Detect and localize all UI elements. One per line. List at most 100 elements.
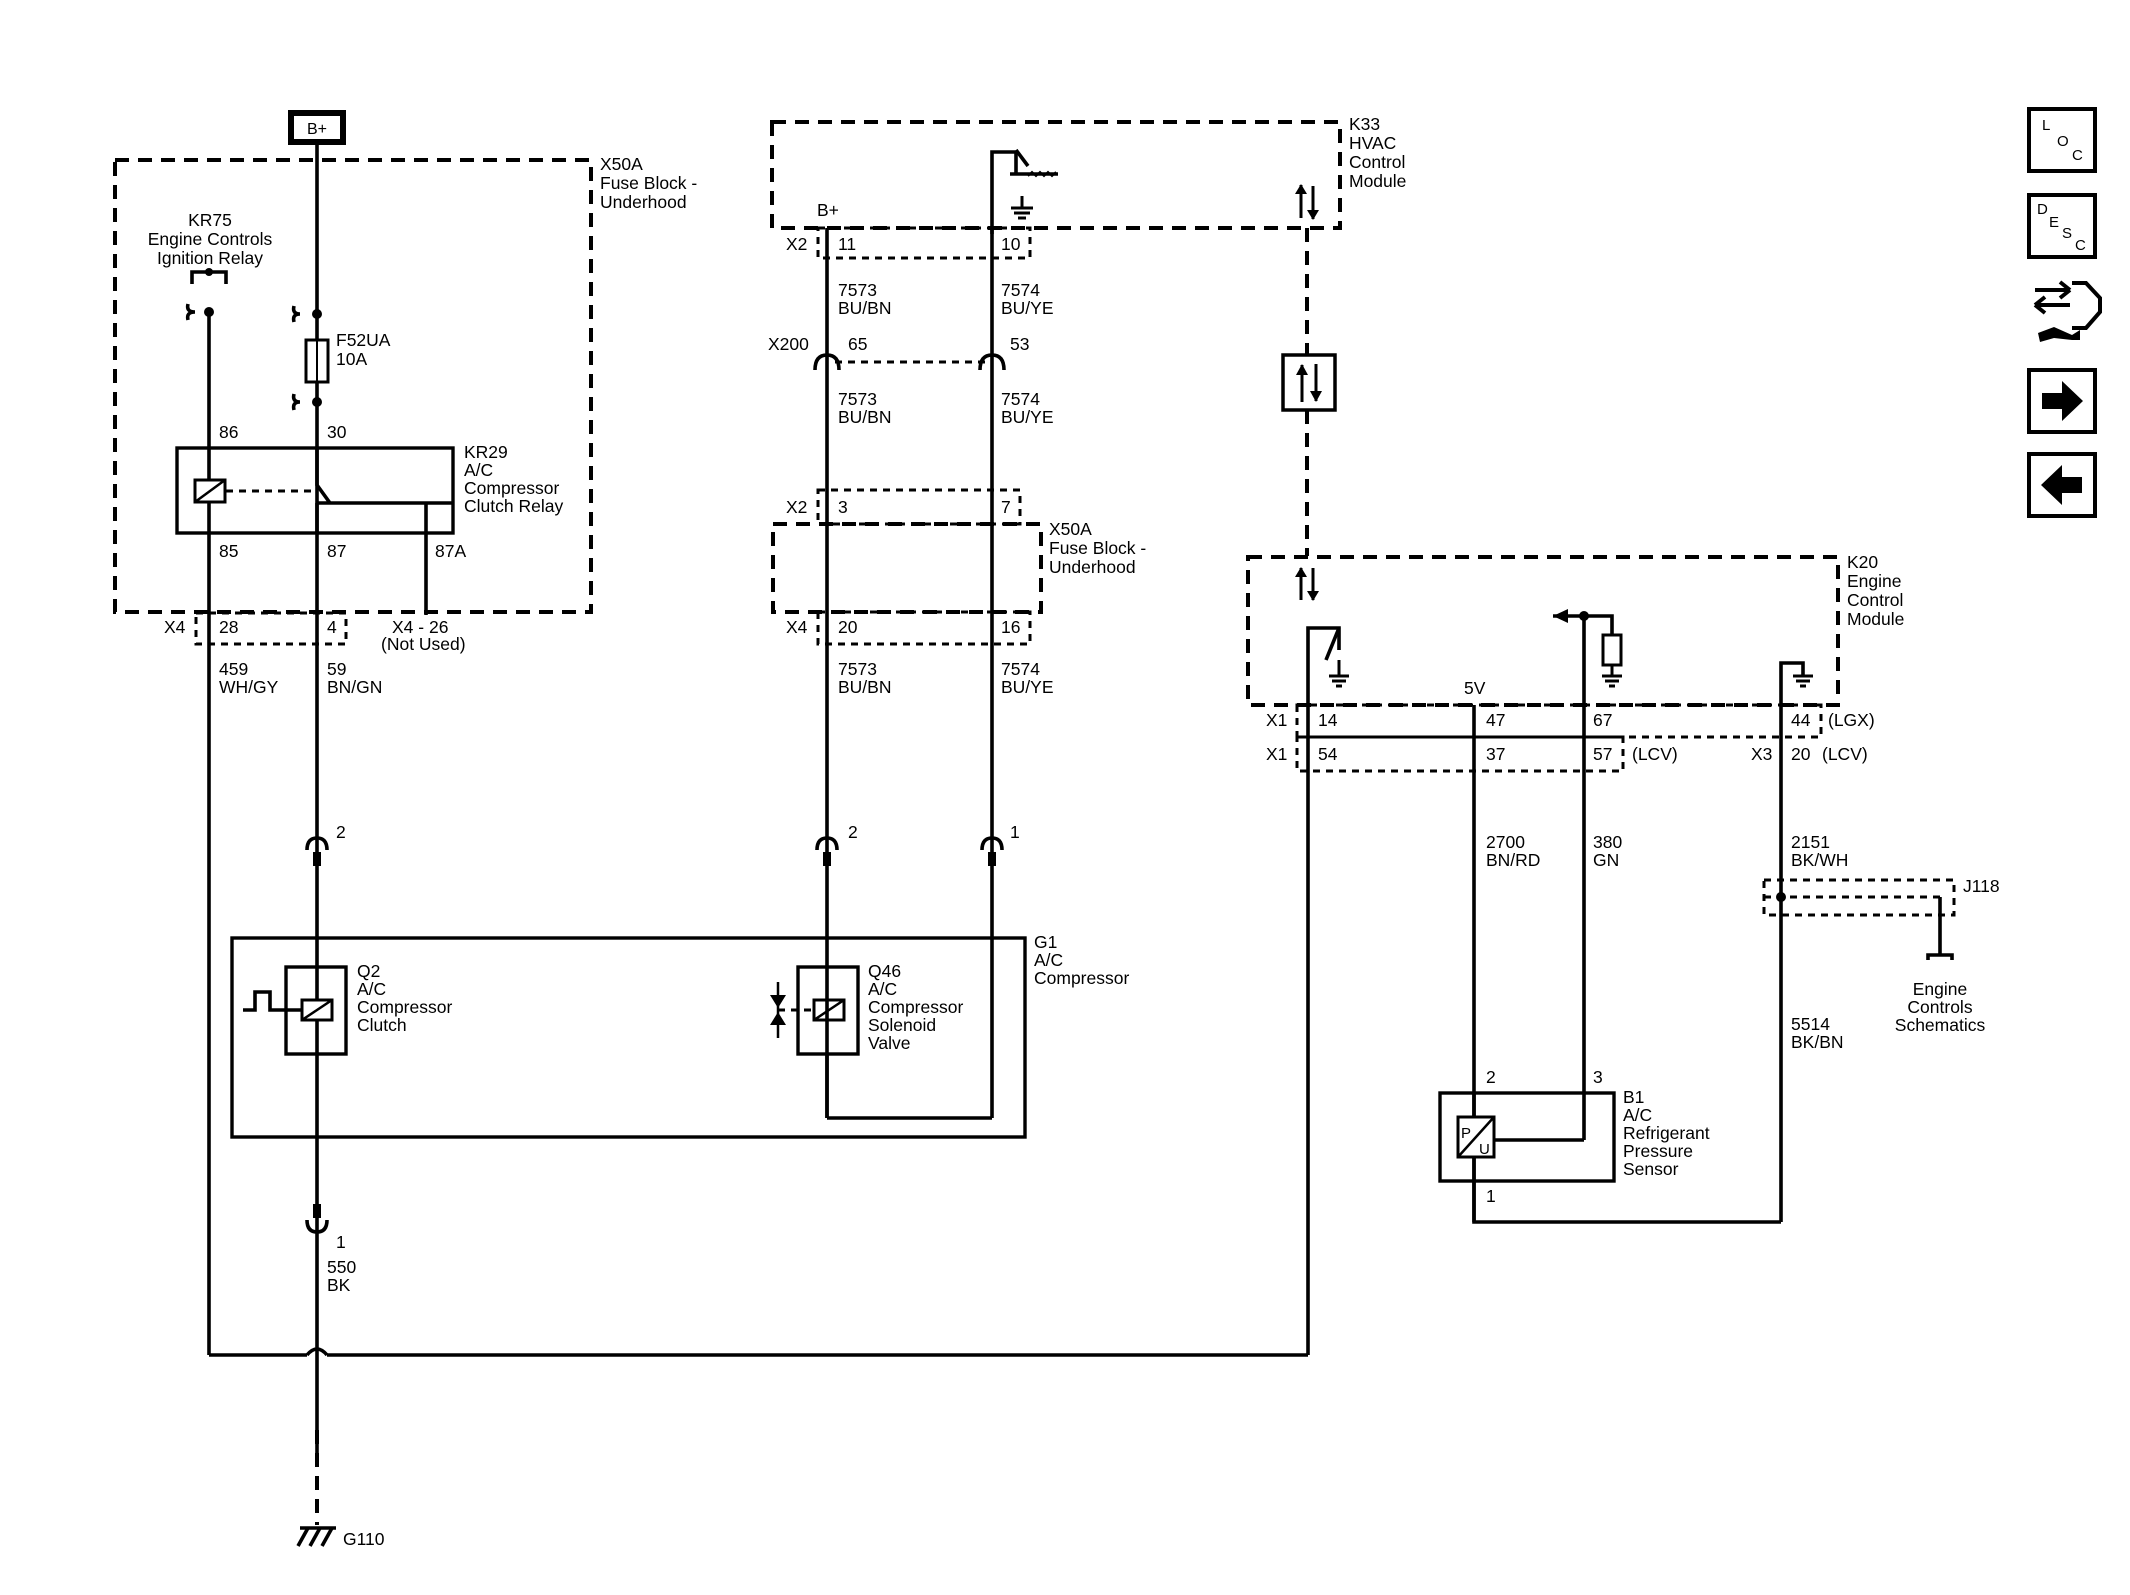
- svg-text:Ignition Relay: Ignition Relay: [157, 248, 263, 268]
- svg-text:BK: BK: [327, 1275, 351, 1295]
- svg-text:Engine: Engine: [1913, 979, 1968, 999]
- svg-text:K33: K33: [1349, 114, 1380, 134]
- svg-text:(LCV): (LCV): [1822, 744, 1868, 764]
- svg-text:X50A: X50A: [1049, 519, 1092, 539]
- svg-text:Control: Control: [1349, 152, 1405, 172]
- svg-text:F52UA: F52UA: [336, 330, 391, 350]
- svg-text:(LCV): (LCV): [1632, 744, 1678, 764]
- svg-text:3: 3: [838, 497, 848, 517]
- kr29-relay: [175, 446, 455, 535]
- svg-text:A/C: A/C: [464, 460, 493, 480]
- svg-text:(LGX): (LGX): [1828, 710, 1875, 730]
- svg-text:X4 - 26: X4 - 26: [392, 617, 448, 637]
- svg-text:380: 380: [1593, 832, 1622, 852]
- svg-text:7574: 7574: [1001, 280, 1040, 300]
- svg-text:3: 3: [1593, 1067, 1603, 1087]
- svg-text:2: 2: [1486, 1067, 1496, 1087]
- svg-text:5514: 5514: [1791, 1014, 1830, 1034]
- svg-text:S: S: [2062, 225, 2072, 242]
- svg-text:BN/GN: BN/GN: [327, 677, 382, 697]
- svg-text:B+: B+: [817, 200, 839, 220]
- svg-text:Q2: Q2: [357, 961, 380, 981]
- svg-text:BU/BN: BU/BN: [838, 677, 891, 697]
- k20-data-arrows-icon: [1295, 567, 1319, 601]
- svg-text:X4: X4: [164, 617, 186, 637]
- svg-text:E: E: [2049, 214, 2059, 231]
- svg-text:BU/YE: BU/YE: [1001, 298, 1054, 318]
- svg-text:37: 37: [1486, 744, 1505, 764]
- x50a-top-label: X50A: [600, 154, 643, 174]
- arrow-left-icon: [2041, 465, 2082, 505]
- svg-text:D: D: [2037, 201, 2048, 218]
- svg-text:Q46: Q46: [868, 961, 901, 981]
- svg-text:Compressor: Compressor: [868, 997, 963, 1017]
- svg-text:A/C: A/C: [868, 979, 897, 999]
- svg-text:Compressor: Compressor: [357, 997, 452, 1017]
- svg-text:Controls: Controls: [1907, 997, 1972, 1017]
- svg-text:2: 2: [336, 822, 346, 842]
- svg-text:B+: B+: [307, 121, 327, 138]
- svg-text:(Not Used): (Not Used): [381, 634, 466, 654]
- svg-text:Engine: Engine: [1847, 571, 1902, 591]
- svg-text:BU/YE: BU/YE: [1001, 677, 1054, 697]
- svg-text:11: 11: [838, 234, 856, 254]
- svg-text:J118: J118: [1963, 876, 2000, 896]
- loc-button[interactable]: L O C: [2027, 107, 2097, 173]
- svg-text:C: C: [2072, 147, 2083, 164]
- svg-text:Compressor: Compressor: [464, 478, 559, 498]
- k33-hvac-module: [770, 120, 1342, 230]
- k33-x2-connector: [816, 226, 1032, 260]
- arrow-right-icon: [2042, 381, 2083, 421]
- svg-text:20: 20: [838, 617, 858, 637]
- svg-text:30: 30: [327, 422, 347, 442]
- ground-g110: [296, 1526, 336, 1547]
- arrow-left-button[interactable]: [2027, 452, 2097, 518]
- svg-text:Module: Module: [1349, 171, 1406, 191]
- svg-text:O: O: [2057, 133, 2069, 150]
- svg-text:Refrigerant: Refrigerant: [1623, 1123, 1710, 1143]
- svg-text:WH/GY: WH/GY: [219, 677, 279, 697]
- svg-text:Solenoid: Solenoid: [868, 1015, 936, 1035]
- svg-text:5V: 5V: [1464, 678, 1486, 698]
- svg-text:L: L: [2042, 117, 2050, 134]
- connector-wrench-icon[interactable]: [2033, 280, 2102, 342]
- svg-text:X4: X4: [786, 617, 808, 637]
- svg-text:2: 2: [848, 822, 858, 842]
- svg-text:44: 44: [1791, 710, 1811, 730]
- svg-text:53: 53: [1010, 334, 1029, 354]
- svg-text:BU/BN: BU/BN: [838, 298, 891, 318]
- svg-text:GN: GN: [1593, 850, 1619, 870]
- svg-text:1: 1: [1486, 1186, 1496, 1206]
- svg-text:BU/BN: BU/BN: [838, 407, 891, 427]
- x50a-fuse-block-mid: [771, 522, 1043, 614]
- svg-text:Sensor: Sensor: [1623, 1159, 1679, 1179]
- svg-text:67: 67: [1593, 710, 1612, 730]
- svg-text:Underhood: Underhood: [600, 192, 687, 212]
- svg-text:1: 1: [1010, 822, 1020, 842]
- svg-text:KR29: KR29: [464, 442, 508, 462]
- svg-text:7573: 7573: [838, 659, 877, 679]
- svg-text:Control: Control: [1847, 590, 1903, 610]
- arrow-right-button[interactable]: [2027, 368, 2097, 434]
- b1-pressure-sensor: [1438, 1091, 1616, 1183]
- svg-text:4: 4: [327, 617, 337, 637]
- svg-text:54: 54: [1318, 744, 1338, 764]
- svg-text:Schematics: Schematics: [1895, 1015, 1986, 1035]
- svg-text:7574: 7574: [1001, 389, 1040, 409]
- svg-text:BK/BN: BK/BN: [1791, 1032, 1844, 1052]
- svg-text:B1: B1: [1623, 1087, 1644, 1107]
- svg-text:2151: 2151: [1791, 832, 1830, 852]
- svg-text:K20: K20: [1847, 552, 1878, 572]
- svg-text:P: P: [1461, 1125, 1471, 1142]
- svg-text:A/C: A/C: [1034, 950, 1063, 970]
- svg-text:1: 1: [336, 1232, 346, 1252]
- k33-ground-symbol: [1011, 196, 1033, 220]
- svg-text:A/C: A/C: [1623, 1105, 1652, 1125]
- desc-button[interactable]: D E S C: [2027, 193, 2097, 259]
- svg-text:10A: 10A: [336, 349, 367, 369]
- svg-text:7: 7: [1001, 497, 1011, 517]
- svg-text:Pressure: Pressure: [1623, 1141, 1693, 1161]
- svg-text:BU/YE: BU/YE: [1001, 407, 1054, 427]
- svg-text:X2: X2: [786, 497, 807, 517]
